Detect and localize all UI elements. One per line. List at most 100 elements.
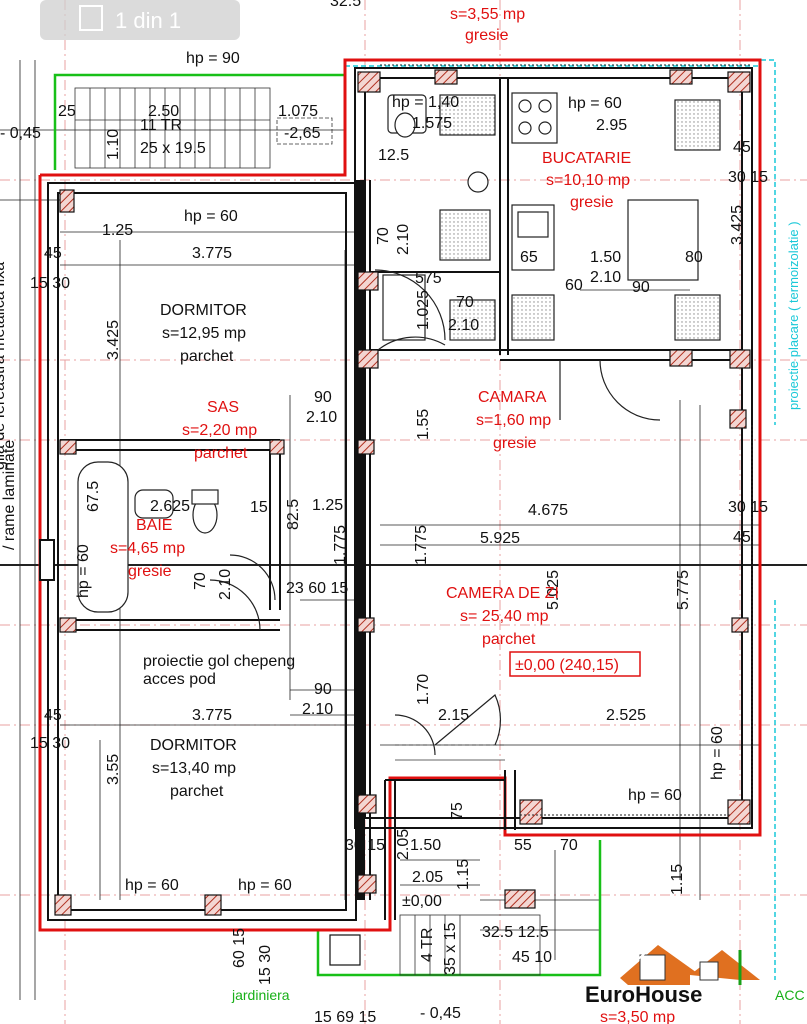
dim-70-bath: 70	[192, 572, 209, 590]
dim-90-kitchen: 90	[632, 279, 650, 296]
room-dormitor1-floor: parchet	[180, 348, 234, 365]
dim-65: 65	[520, 249, 538, 266]
note-right: proiectie placare ( termoizolatie )	[786, 221, 801, 410]
dim-210-bath: 2.10	[217, 569, 234, 600]
dim-hp-bath: hp = 60	[75, 544, 92, 598]
dim-115-right: 1.15	[669, 864, 686, 895]
bottom-level: - 0,45	[420, 1005, 461, 1022]
dim-5925: 5.925	[480, 530, 520, 547]
dim-215: 2.15	[438, 707, 469, 724]
entry-level: ±0,00	[402, 893, 442, 910]
dim-45-bed1: 45	[44, 245, 62, 262]
stairs-lvl: - 0,45	[0, 125, 41, 142]
dim-210-sas: 2.10	[306, 409, 337, 426]
dim-1530-bottom: 15 30	[257, 945, 274, 985]
windows	[380, 64, 753, 816]
dim-3775-bed2: 3.775	[192, 707, 232, 724]
dim-75-entry: 75	[449, 802, 466, 820]
stairs-11tr	[74, 87, 333, 169]
dim-hp60-bed2b: hp = 60	[238, 877, 292, 894]
dim-2525: 2.525	[606, 707, 646, 724]
room-dormitor2-floor: parchet	[170, 783, 224, 800]
dim-125a: 12.5	[378, 147, 409, 164]
room-camara-floor: gresie	[493, 435, 537, 452]
dim-115-entry: 1.15	[455, 859, 472, 890]
room-bucatarie-floor: gresie	[570, 194, 614, 211]
doors	[209, 269, 661, 756]
dim-150: 1.50	[590, 249, 621, 266]
room-bucatarie-area: s=10,10 mp	[546, 172, 630, 189]
dim-3015-right: 30 15	[728, 169, 768, 186]
room-dormitor1-area: s=12,95 mp	[162, 325, 246, 342]
dim-2360: 23 60 15	[286, 580, 348, 597]
note-jardiniera: jardiniera	[231, 987, 290, 1003]
dim-55: 55	[514, 837, 532, 854]
dim-3425-bed1: 3.425	[105, 320, 122, 360]
room-baie-floor: gresie	[128, 563, 172, 580]
pager-text: 1 din 1	[115, 8, 181, 33]
dim-205-entry: 2.05	[412, 869, 443, 886]
dim-170: 1.70	[415, 674, 432, 705]
dim-hp60-living: hp = 60	[709, 726, 726, 780]
dim-355: 3.55	[105, 754, 122, 785]
dim-3015-entry: 30 15	[345, 837, 385, 854]
level-box-frame	[509, 651, 641, 677]
dim-5775: 5.775	[675, 570, 692, 610]
dim-1775-living: 1.775	[413, 525, 430, 565]
dim-1530-bed2: 15 30	[30, 735, 70, 752]
dim-45-right: 45	[733, 139, 751, 156]
dim-80: 80	[685, 249, 703, 266]
top-floor: gresie	[465, 27, 509, 44]
dim-hp60-bed2a: hp = 60	[125, 877, 179, 894]
dim-210-camara: 2.10	[448, 317, 479, 334]
dimension-lines	[0, 60, 807, 1000]
stairs-entrance	[395, 744, 541, 976]
dim-hp60-entrance: hp = 60	[628, 787, 682, 804]
dim-45-bed2: 45	[44, 707, 62, 724]
dim-295: 2.95	[596, 117, 627, 134]
stairs-hp: hp = 90	[186, 50, 240, 67]
room-camera-zi-name: CAMERA DE ZI	[446, 585, 559, 602]
dim-4675: 4.675	[528, 502, 568, 519]
room-camera-zi-area: s= 25,40 mp	[460, 608, 549, 625]
dim-205-vert: 2.05	[395, 829, 412, 860]
room-sas-area: s=2,20 mp	[182, 422, 257, 439]
bottom-dims: 15 69 15	[314, 1009, 376, 1024]
dim-1530-bed1: 15 30	[30, 275, 70, 292]
logo-suffix: ACC	[775, 987, 805, 1003]
dim-1775-sas: 1.775	[332, 525, 349, 565]
entry-size: 35 x 15	[442, 922, 459, 975]
stairs-d110: 1.10	[105, 129, 122, 160]
dim-3775-bed1: 3.775	[192, 245, 232, 262]
insulation-outline	[345, 59, 776, 980]
dim-3015-living: 30 15	[728, 499, 768, 516]
eurohouse-logo: EuroHouse ACC	[585, 939, 805, 1007]
dim-70-entry: 70	[560, 837, 578, 854]
dim-325: 32.5 12.5	[482, 924, 549, 941]
pager-overlay[interactable]: 1 din 1	[40, 0, 240, 40]
columns	[54, 69, 751, 966]
room-camara-name: CAMARA	[478, 389, 547, 406]
dim-210-pod: 2.10	[302, 701, 333, 718]
dim-60-kitchen: 60	[565, 277, 583, 294]
dim-1025: 1.025	[415, 290, 432, 330]
dim-3425-kitchen: 3.425	[729, 205, 746, 245]
room-baie-area: s=4,65 mp	[110, 540, 185, 557]
dim-150-entry: 1.50	[410, 837, 441, 854]
dim-hp60-kitchen: hp = 60	[568, 95, 622, 112]
dim-60-bottom: 60 15	[231, 928, 248, 968]
bottom-area: s=3,50 mp	[600, 1009, 675, 1024]
note-pod-2: acces pod	[143, 671, 216, 688]
top-area: s=3,55 mp	[450, 6, 525, 23]
level-box: ±0,00 (240,15)	[515, 657, 619, 674]
stairs-d1075: 1.075	[278, 103, 318, 120]
dim-155: 1.55	[415, 409, 432, 440]
room-baie-name: BAIE	[136, 517, 172, 534]
top-dim: 32.5	[330, 0, 361, 10]
stairs-d25: 25	[58, 103, 76, 120]
room-dormitor2-name: DORMITOR	[150, 737, 237, 754]
dim-2625: 2.625	[150, 498, 190, 515]
dim-45-living: 45	[733, 529, 751, 546]
